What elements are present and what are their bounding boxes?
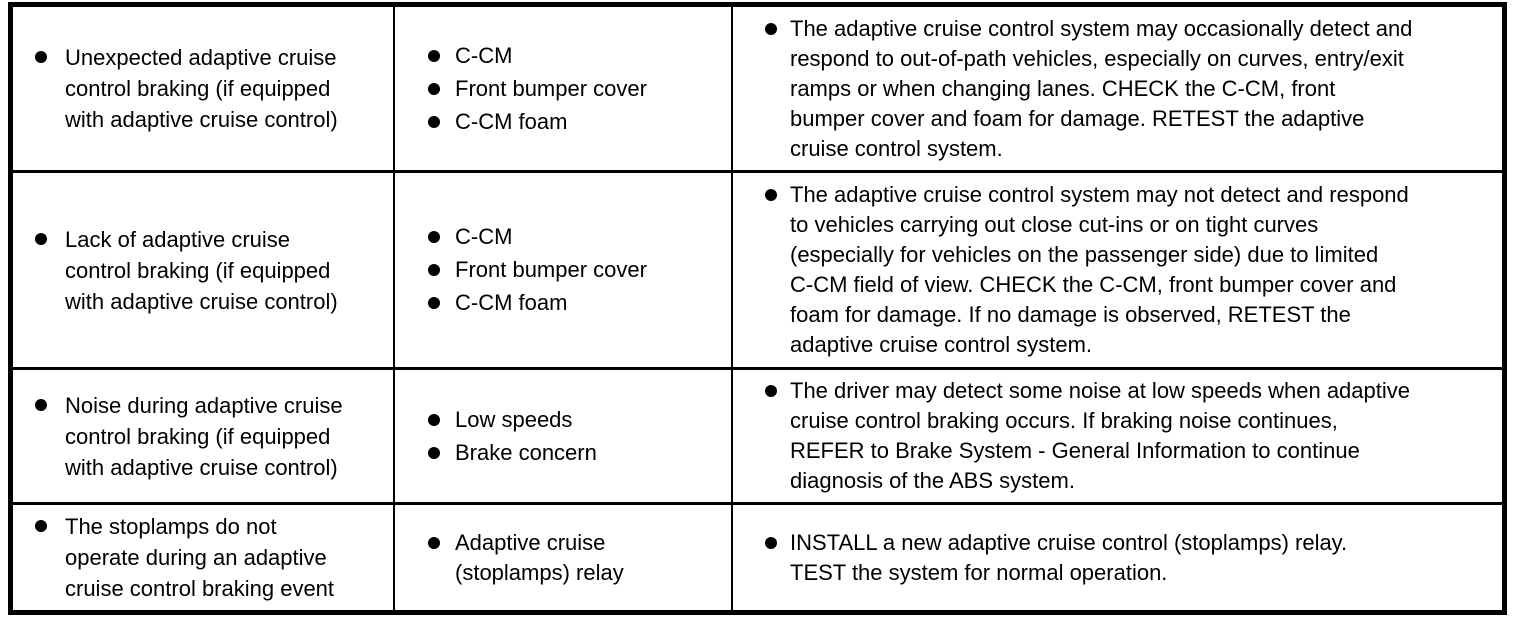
bullet-text: Noise during adaptive cruise control bra… (65, 392, 343, 480)
bullet-item: Front bumper cover (428, 255, 725, 285)
bullet-text: Lack of adaptive cruise control braking … (65, 226, 338, 314)
diagnostic-table: Unexpected adaptive cruise control braki… (8, 2, 1507, 615)
action-cell: The adaptive cruise control system may o… (733, 7, 1502, 170)
bullet-item: Low speeds (428, 405, 725, 435)
bullet-text: INSTALL a new adaptive cruise control (s… (790, 529, 1348, 585)
bullet-icon (765, 189, 777, 202)
bullet-icon (765, 536, 777, 549)
source-cell: Adaptive cruise (stoplamps) relay (395, 505, 733, 610)
bullet-text: The driver may detect some noise at low … (790, 378, 1410, 493)
bullet-icon (765, 22, 777, 35)
symptom-cell: Unexpected adaptive cruise control braki… (13, 7, 395, 171)
bullet-icon (428, 536, 440, 549)
bullet-item: C-CM foam (428, 288, 725, 318)
bullet-item: The driver may detect some noise at low … (765, 376, 1494, 496)
bullet-text: Brake concern (455, 439, 597, 465)
bullet-text: The adaptive cruise control system may o… (790, 15, 1413, 161)
bullet-text: Low speeds (455, 406, 573, 432)
bullet-icon (428, 49, 440, 62)
bullet-icon (35, 232, 47, 245)
bullet-item: Front bumper cover (428, 74, 725, 104)
symptom-cell: Lack of adaptive cruise control braking … (13, 173, 395, 367)
symptom-cell: The stoplamps do not operate during an a… (13, 505, 395, 610)
bullet-item: C-CM foam (428, 107, 725, 137)
bullet-text: C-CM foam (455, 290, 568, 316)
bullet-item: Brake concern (428, 438, 725, 468)
bullet-icon (428, 231, 440, 244)
action-cell: INSTALL a new adaptive cruise control (s… (733, 505, 1502, 610)
bullet-icon (428, 446, 440, 459)
bullet-text: C-CM foam (455, 108, 568, 134)
action-cell: The adaptive cruise control system may n… (733, 173, 1502, 367)
symptom-cell: Noise during adaptive cruise control bra… (13, 370, 395, 502)
bullet-text: The adaptive cruise control system may n… (790, 182, 1409, 358)
table-row: Noise during adaptive cruise control bra… (13, 370, 1502, 505)
bullet-icon (35, 398, 47, 411)
bullet-item: INSTALL a new adaptive cruise control (s… (765, 528, 1494, 588)
bullet-icon (35, 51, 47, 64)
bullet-icon (428, 297, 440, 310)
bullet-text: The stoplamps do not operate during an a… (65, 514, 335, 601)
bullet-item: Lack of adaptive cruise control braking … (35, 224, 383, 317)
action-cell: The driver may detect some noise at low … (733, 370, 1502, 502)
bullet-icon (428, 115, 440, 128)
bullet-text: Front bumper cover (455, 75, 647, 101)
bullet-text: Adaptive cruise (stoplamps) relay (455, 529, 624, 585)
bullet-icon (428, 413, 440, 426)
bullet-icon (765, 385, 777, 397)
bullet-item: The stoplamps do not operate during an a… (35, 511, 383, 604)
bullet-text: C-CM (455, 224, 513, 250)
bullet-item: Unexpected adaptive cruise control braki… (35, 42, 383, 135)
bullet-item: Adaptive cruise (stoplamps) relay (428, 528, 725, 588)
table-row: Lack of adaptive cruise control braking … (13, 173, 1502, 370)
bullet-text: Unexpected adaptive cruise control braki… (65, 45, 338, 133)
table-row: Unexpected adaptive cruise control braki… (13, 7, 1502, 174)
bullet-icon (35, 520, 47, 532)
bullet-text: C-CM (455, 42, 513, 68)
bullet-text: Front bumper cover (455, 257, 647, 283)
bullet-item: C-CM (428, 41, 725, 71)
bullet-icon (428, 82, 440, 95)
bullet-icon (428, 264, 440, 277)
table-row: The stoplamps do not operate during an a… (13, 505, 1502, 610)
bullet-item: Noise during adaptive cruise control bra… (35, 390, 383, 483)
bullet-item: The adaptive cruise control system may o… (765, 14, 1494, 164)
bullet-item: The adaptive cruise control system may n… (765, 180, 1494, 360)
bullet-item: C-CM (428, 222, 725, 252)
